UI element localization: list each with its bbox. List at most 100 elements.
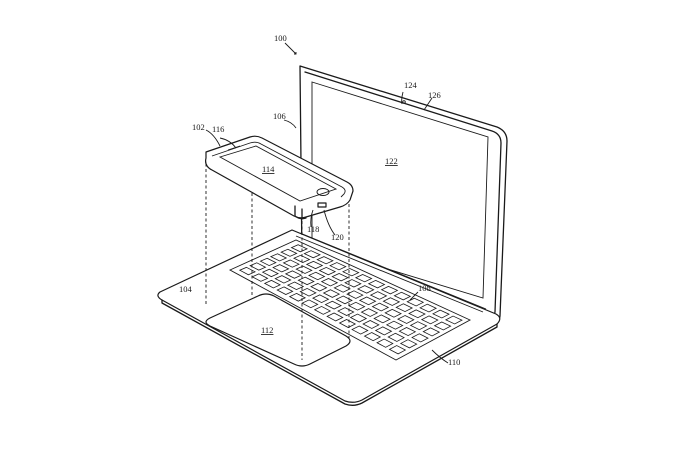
key bbox=[269, 253, 288, 262]
key bbox=[316, 256, 334, 265]
key bbox=[303, 250, 321, 259]
key bbox=[432, 309, 450, 319]
key bbox=[310, 283, 328, 292]
key bbox=[419, 303, 438, 313]
label-122: 122 bbox=[385, 156, 398, 166]
laptop-base bbox=[157, 229, 501, 406]
key bbox=[282, 259, 300, 268]
key bbox=[371, 302, 390, 312]
key bbox=[420, 315, 439, 325]
projection-lines bbox=[205, 158, 350, 360]
key bbox=[318, 266, 337, 276]
key bbox=[308, 271, 326, 281]
label-100: 100 bbox=[274, 33, 287, 43]
label-112: 112 bbox=[261, 325, 273, 335]
key bbox=[276, 286, 294, 295]
key bbox=[312, 294, 330, 304]
camera-dot bbox=[402, 100, 406, 104]
key bbox=[342, 268, 360, 277]
key bbox=[369, 291, 388, 300]
key bbox=[382, 297, 401, 306]
key bbox=[301, 299, 319, 309]
key bbox=[374, 326, 393, 336]
label-110: 110 bbox=[448, 357, 460, 367]
key bbox=[367, 279, 386, 289]
key bbox=[313, 306, 332, 315]
key bbox=[326, 312, 344, 322]
key bbox=[388, 345, 407, 355]
key bbox=[349, 313, 368, 323]
earpiece-icon bbox=[227, 145, 241, 151]
key bbox=[398, 327, 417, 337]
key bbox=[354, 274, 373, 283]
keyboard-area bbox=[228, 239, 472, 361]
key bbox=[360, 308, 379, 317]
key bbox=[272, 264, 290, 273]
label-106: 106 bbox=[273, 111, 286, 121]
label-126: 126 bbox=[428, 90, 441, 100]
key bbox=[290, 244, 309, 253]
home-button-icon bbox=[316, 188, 330, 196]
key bbox=[351, 325, 369, 335]
key bbox=[288, 292, 307, 302]
key bbox=[348, 301, 366, 311]
key bbox=[295, 265, 313, 274]
key bbox=[329, 262, 347, 271]
key bbox=[384, 308, 402, 318]
label-124: 124 bbox=[404, 80, 418, 90]
key bbox=[331, 273, 349, 282]
keyboard-keys bbox=[238, 244, 463, 355]
key bbox=[444, 315, 463, 325]
key bbox=[363, 332, 382, 342]
key bbox=[320, 278, 339, 287]
label-114: 114 bbox=[262, 164, 275, 174]
key bbox=[380, 285, 399, 295]
key bbox=[337, 307, 355, 316]
key bbox=[399, 339, 418, 349]
key bbox=[395, 303, 414, 313]
key bbox=[297, 276, 315, 286]
key bbox=[261, 268, 279, 278]
key bbox=[251, 273, 269, 282]
key bbox=[299, 287, 317, 297]
leader-lines bbox=[205, 42, 449, 364]
key bbox=[358, 296, 377, 306]
connector-120 bbox=[317, 202, 327, 208]
key bbox=[259, 257, 277, 267]
cavity-112 bbox=[205, 293, 351, 367]
key bbox=[376, 338, 394, 348]
key bbox=[274, 275, 292, 284]
key bbox=[373, 314, 391, 324]
label-108: 108 bbox=[418, 283, 431, 293]
key bbox=[293, 254, 311, 263]
key bbox=[406, 297, 425, 307]
key bbox=[385, 320, 404, 330]
phone-screen bbox=[218, 145, 338, 202]
label-102: 102 bbox=[192, 122, 205, 132]
key bbox=[284, 270, 303, 279]
phone-102 bbox=[205, 135, 354, 220]
label-118: 118 bbox=[307, 224, 319, 234]
key bbox=[411, 333, 429, 343]
key bbox=[356, 285, 375, 294]
key bbox=[280, 248, 298, 257]
label-116: 116 bbox=[212, 124, 224, 134]
key bbox=[324, 300, 342, 310]
key bbox=[322, 289, 341, 298]
key bbox=[338, 319, 357, 328]
key bbox=[387, 332, 405, 342]
key bbox=[422, 327, 441, 337]
key bbox=[409, 321, 428, 331]
key bbox=[433, 321, 452, 331]
label-104: 104 bbox=[179, 284, 193, 294]
reference-numerals: 100 102 104 106 108 110 112 114 116 118 … bbox=[179, 33, 460, 367]
key bbox=[362, 320, 380, 329]
key bbox=[305, 260, 324, 270]
key bbox=[333, 284, 351, 293]
label-120: 120 bbox=[331, 232, 344, 242]
key bbox=[393, 291, 412, 301]
key bbox=[408, 309, 426, 319]
key bbox=[286, 281, 305, 291]
